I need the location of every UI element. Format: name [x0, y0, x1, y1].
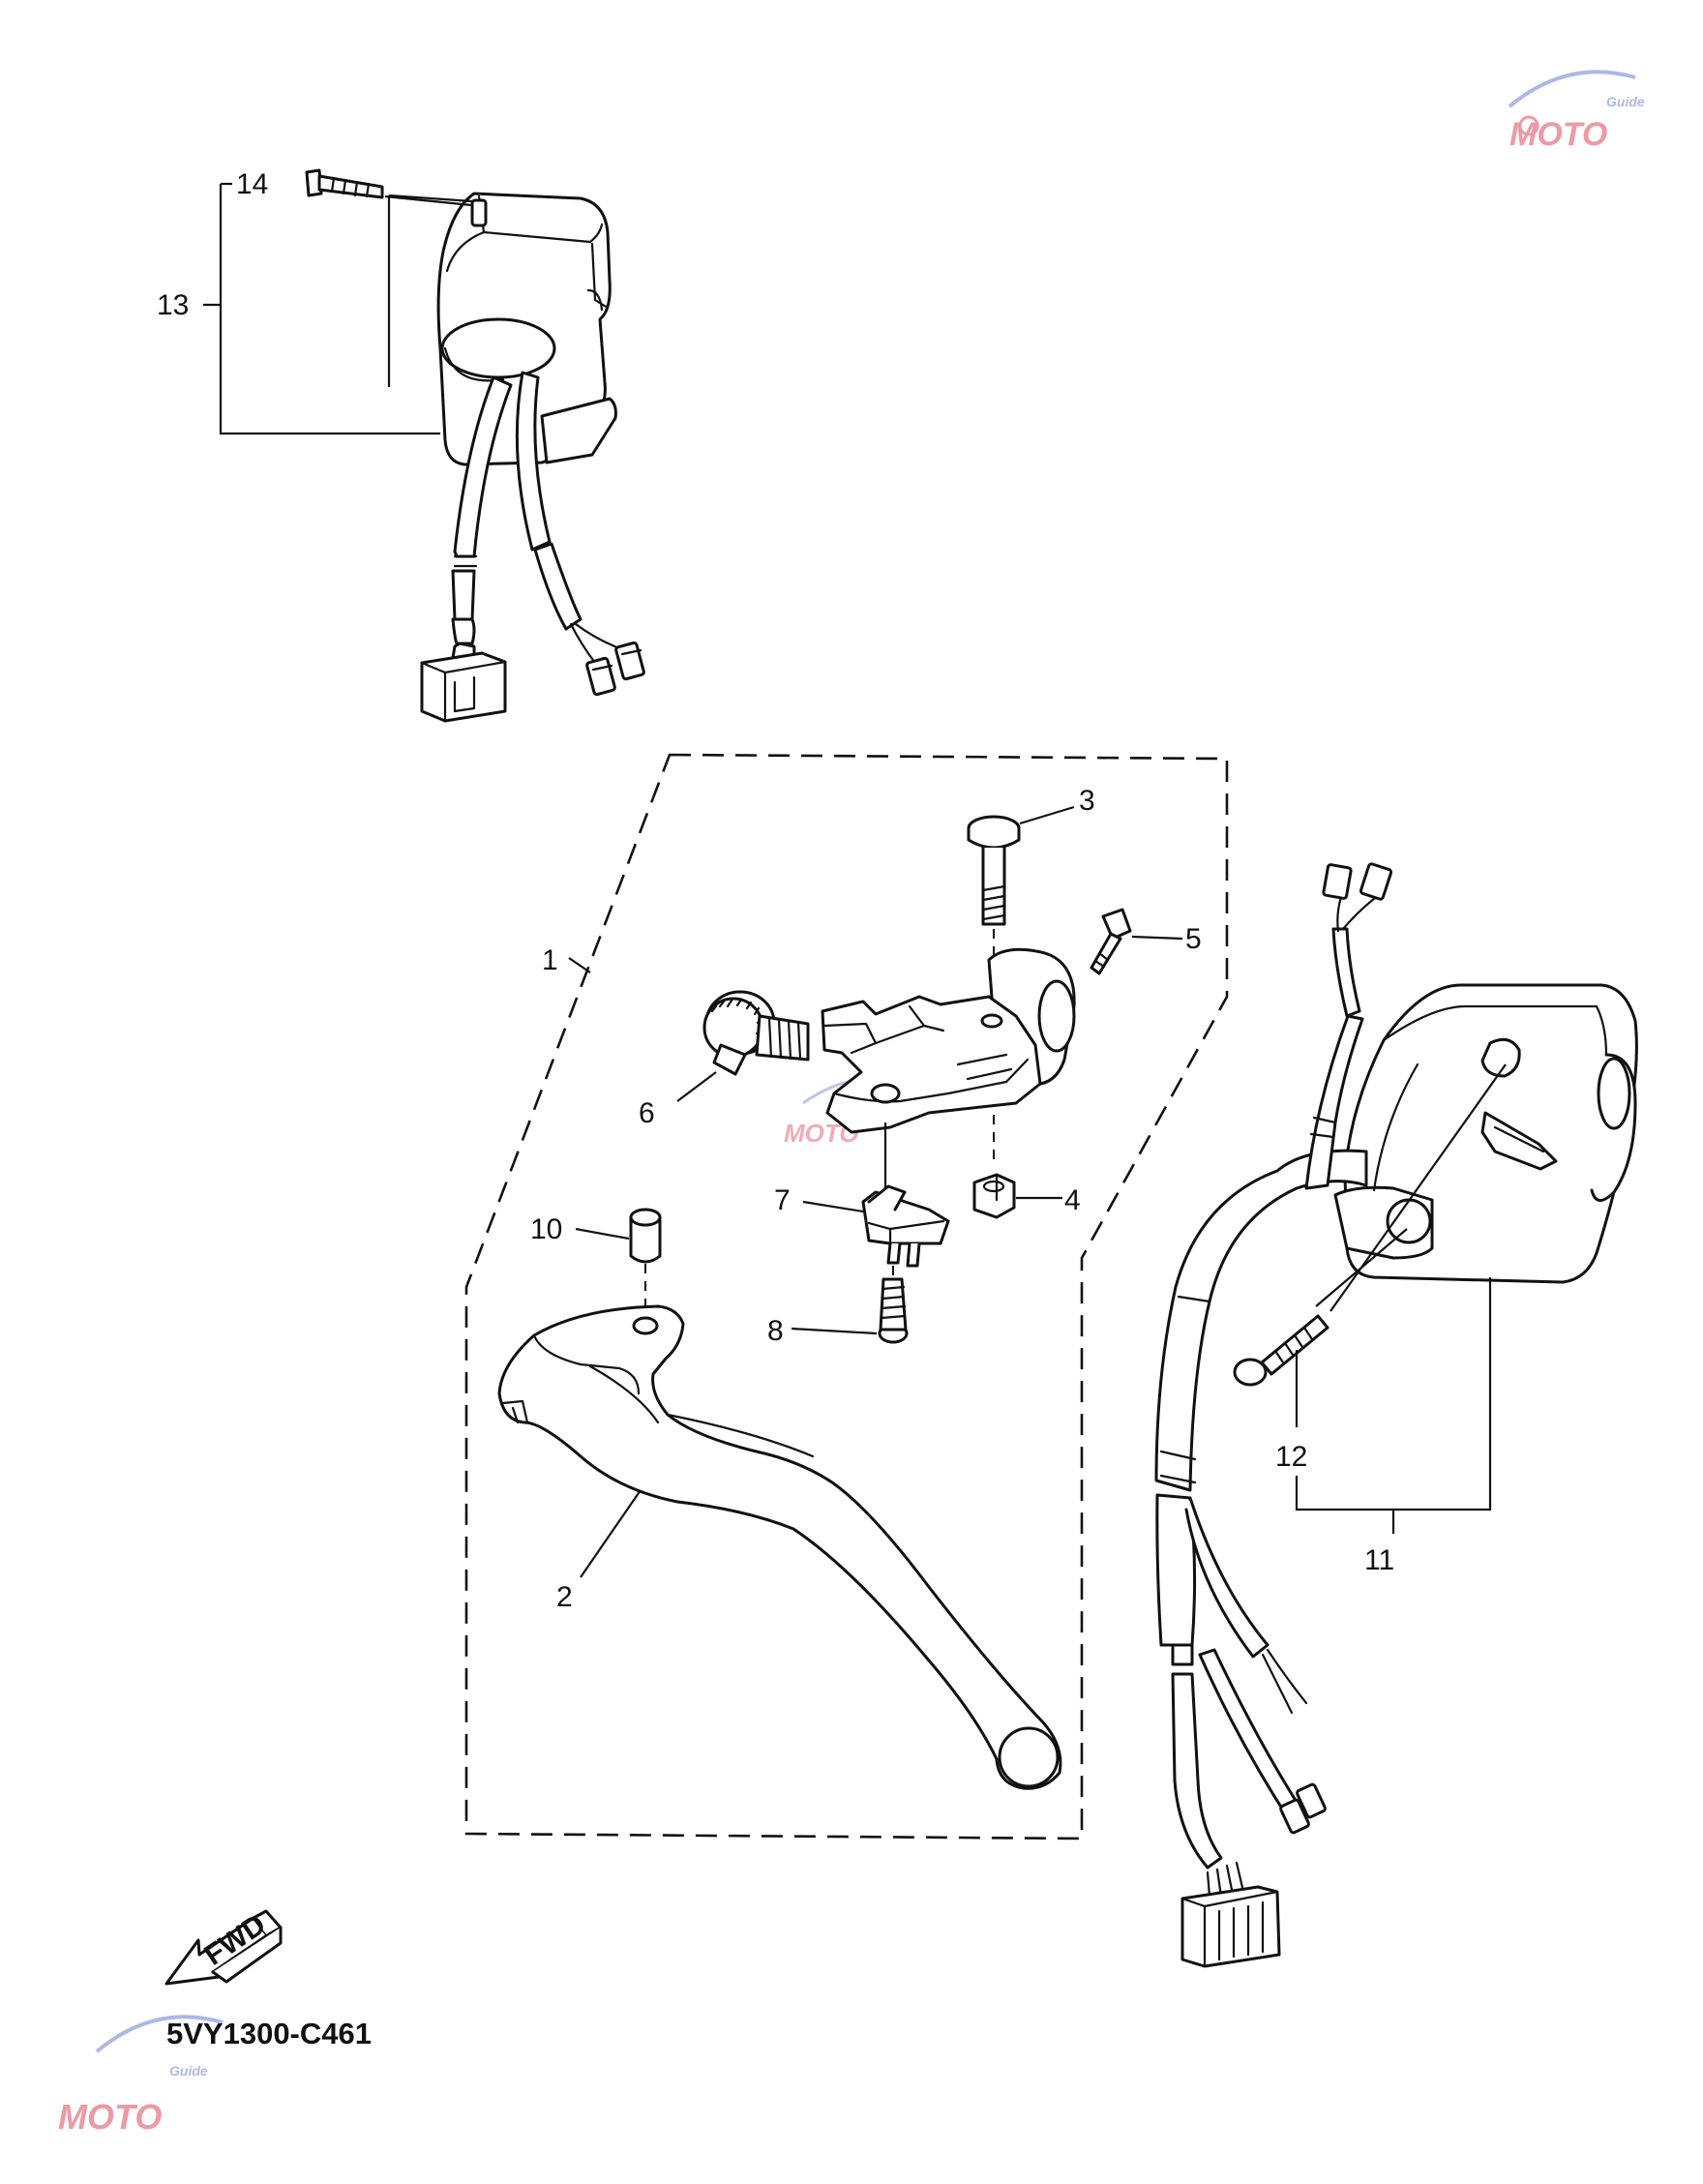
part-13-connector-left: [420, 642, 507, 723]
part-6-adjuster: [676, 990, 810, 1102]
part-14-screw: [305, 168, 472, 207]
label-2: 2: [556, 1581, 573, 1613]
part-10-collar: [575, 1208, 662, 1264]
diagram-code: 5VY1300-C461: [166, 2017, 372, 2050]
label-5: 5: [1185, 923, 1202, 955]
part-11-connector-bottom: [1180, 1861, 1281, 1968]
label-12: 12: [1275, 1441, 1307, 1473]
kit-outline-1: [464, 753, 1229, 1840]
part-11-right-handlebar-switch: [1154, 862, 1638, 1968]
part-13-connectors-right: [569, 622, 645, 697]
label-13: 13: [157, 289, 189, 321]
label-14: 14: [236, 168, 268, 200]
watermark-bottom-text: MOTO: [58, 2097, 162, 2137]
watermark-top-sub: Guide: [1606, 94, 1645, 109]
label-6: 6: [639, 1097, 655, 1129]
bracket-13: [219, 184, 440, 435]
label-4: 4: [1064, 1184, 1081, 1216]
part-3-pivot-bolt: [967, 805, 1075, 926]
part-7-switch: [802, 1184, 950, 1268]
part-4-nut: [972, 1173, 1062, 1219]
watermark-top: MOTO Guide: [1508, 70, 1645, 153]
fwd-arrow-icon: FWD: [164, 1908, 283, 1986]
part-8-screw: [791, 1277, 909, 1344]
label-1: 1: [542, 944, 558, 976]
part-2-lever: [497, 1304, 1062, 1790]
part-13-left-handlebar-switch: [387, 192, 645, 723]
label-8: 8: [767, 1315, 784, 1347]
part-5-screw: [1090, 908, 1183, 975]
label-10: 10: [530, 1213, 562, 1245]
label-11: 11: [1364, 1544, 1394, 1576]
part-12-screw: [1233, 1314, 1330, 1427]
watermark-bottom-sub: Guide: [169, 2063, 208, 2079]
lever-holder-bracket: [821, 947, 1076, 1134]
bracket-11: [1295, 1277, 1492, 1511]
label-3: 3: [1079, 785, 1095, 817]
watermark-top-text: MOTO: [1509, 116, 1607, 153]
label-7: 7: [774, 1184, 791, 1216]
watermark-bottom: MOTO Guide: [58, 2015, 224, 2137]
